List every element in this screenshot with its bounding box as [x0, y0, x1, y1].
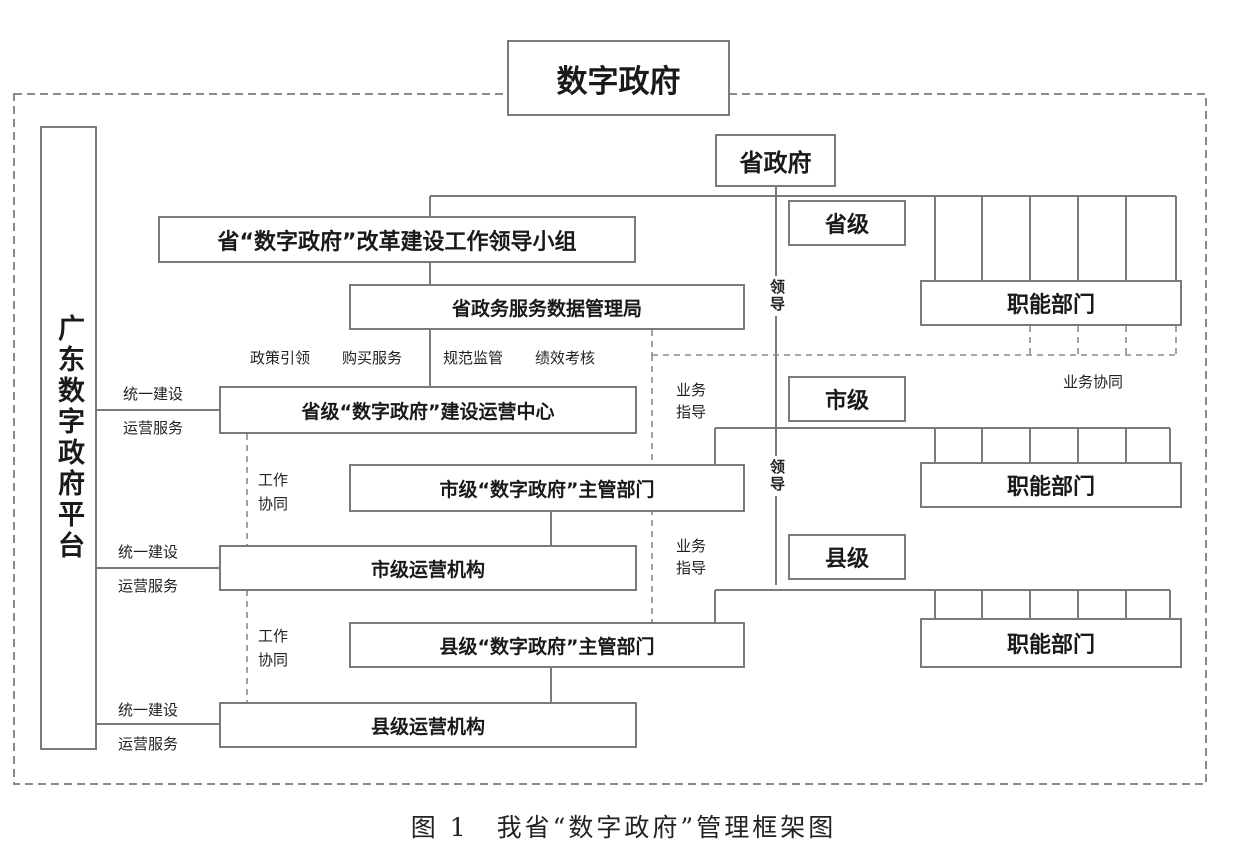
- admin-bureau-box: 省政务服务数据管理局: [349, 284, 745, 330]
- work-coop-label-1b: 协同: [258, 495, 289, 513]
- level-county-box: 县级: [788, 534, 906, 580]
- unified-build-label-3: 统一建设: [118, 701, 179, 719]
- unified-build-label-2: 统一建设: [118, 543, 179, 561]
- unified-build-label-1: 统一建设: [123, 385, 184, 403]
- biz-guide-label-2a: 业务: [676, 537, 707, 555]
- functional-depts-county: 职能部门: [920, 618, 1182, 668]
- leading-group-box: 省“数字政府”改革建设工作领导小组: [158, 216, 636, 263]
- connector-lines: [97, 186, 1177, 725]
- lead-label-1: 领导: [767, 276, 788, 316]
- outer-dashed-frame: [13, 93, 1207, 785]
- city-ops-box: 市级运营机构: [219, 545, 637, 591]
- biz-guide-label-1b: 指导: [676, 403, 707, 421]
- ops-service-label-3: 运营服务: [118, 735, 179, 753]
- level-city-box: 市级: [788, 376, 906, 422]
- level-provincial-box: 省级: [788, 200, 906, 246]
- figure-caption: 图 1 我省“数字政府”管理框架图: [410, 813, 837, 842]
- biz-guide-label-1a: 业务: [676, 381, 707, 399]
- functional-depts-city: 职能部门: [920, 462, 1182, 508]
- functional-depts-provincial: 职能部门: [920, 280, 1182, 326]
- work-coop-label-2b: 协同: [258, 651, 289, 669]
- lead-label-2: 领导: [767, 456, 788, 496]
- county-dept-box: 县级“数字政府”主管部门: [349, 622, 745, 668]
- platform-label: 广东数字政府平台: [53, 314, 84, 562]
- bureau-function-policy: 政策引领: [250, 349, 311, 367]
- biz-guide-label-2b: 指导: [676, 559, 707, 577]
- ops-service-label-2: 运营服务: [118, 577, 179, 595]
- biz-coop-label: 业务协同: [1063, 373, 1124, 391]
- work-coop-label-2a: 工作: [258, 627, 289, 645]
- digital-gov-title-box: 数字政府: [507, 40, 730, 116]
- bureau-function-regulate: 规范监管: [443, 349, 504, 367]
- ops-service-label-1: 运营服务: [123, 419, 184, 437]
- city-dept-box: 市级“数字政府”主管部门: [349, 464, 745, 512]
- work-coop-label-1a: 工作: [258, 471, 289, 489]
- provincial-gov-box: 省政府: [715, 134, 836, 187]
- bureau-function-purchase: 购买服务: [342, 349, 403, 367]
- ops-center-box: 省级“数字政府”建设运营中心: [219, 386, 637, 434]
- bureau-function-assess: 绩效考核: [535, 349, 596, 367]
- platform-box: 广东数字政府平台: [40, 126, 97, 750]
- county-ops-box: 县级运营机构: [219, 702, 637, 748]
